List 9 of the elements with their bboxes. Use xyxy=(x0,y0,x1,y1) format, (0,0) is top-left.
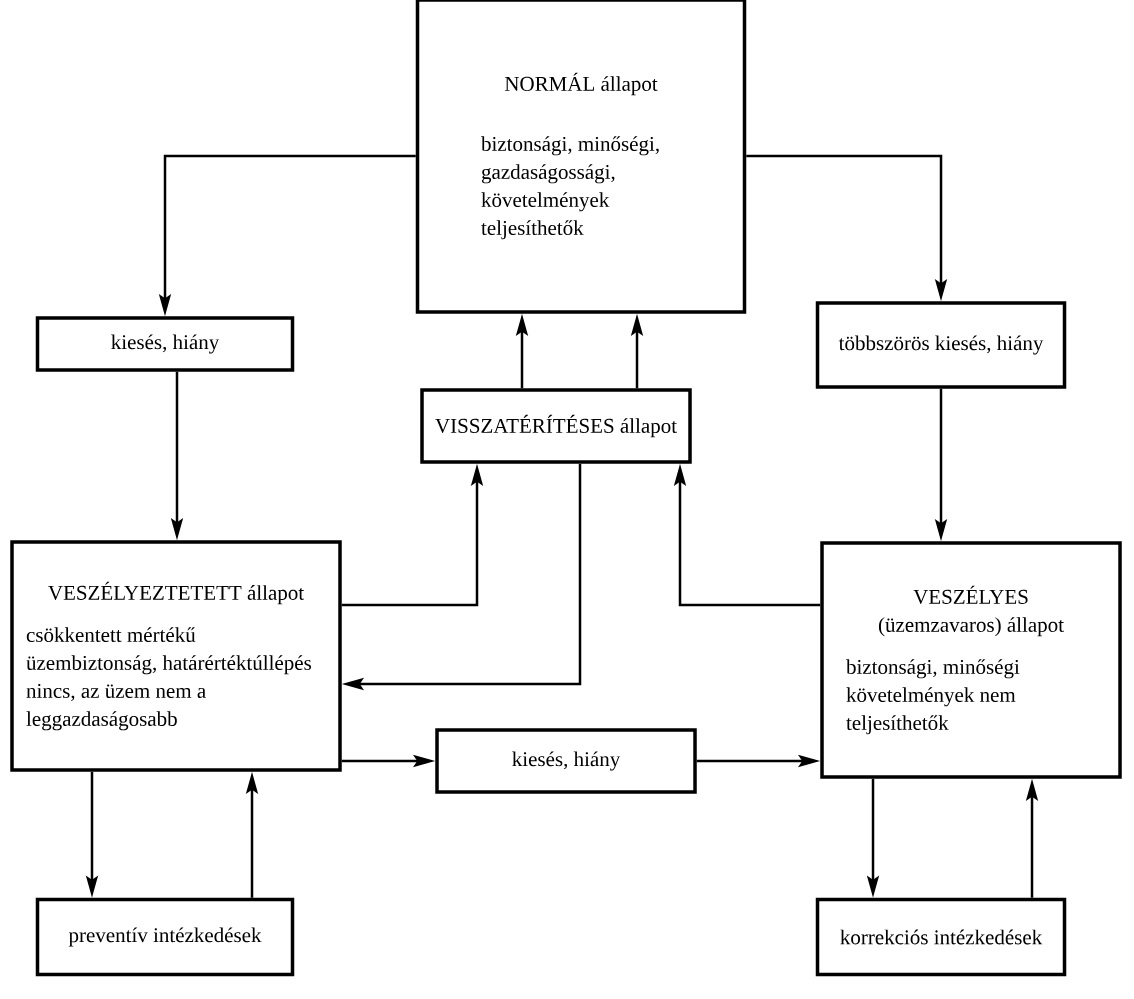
process-box: többszörös kiesés, hiány xyxy=(815,301,1067,389)
process-box: VISSZATÉRÍTÉSES állapot xyxy=(420,388,692,464)
state-box: VESZÉLYEZTETETT állapot csökkentett mértékű üzembiztonság, határértéktúllépés nincs, az üzem nem a leggazdaságosabb xyxy=(10,540,342,772)
state-box: NORMÁL állapot biztonsági, minőségi, gazdaságossági, követelmények teljesíthetők xyxy=(415,0,747,314)
process-box: preventív intézkedések xyxy=(35,897,295,977)
process-box: kiesés, hiány xyxy=(35,316,295,372)
process-box: kiesés, hiány xyxy=(435,728,697,794)
process-box: korrekciós intézkedések xyxy=(815,897,1067,977)
state-box: VESZÉLYES (üzemzavaros) állapot biztonsági, minőségi követelmények nem teljesíthetők xyxy=(820,541,1122,779)
